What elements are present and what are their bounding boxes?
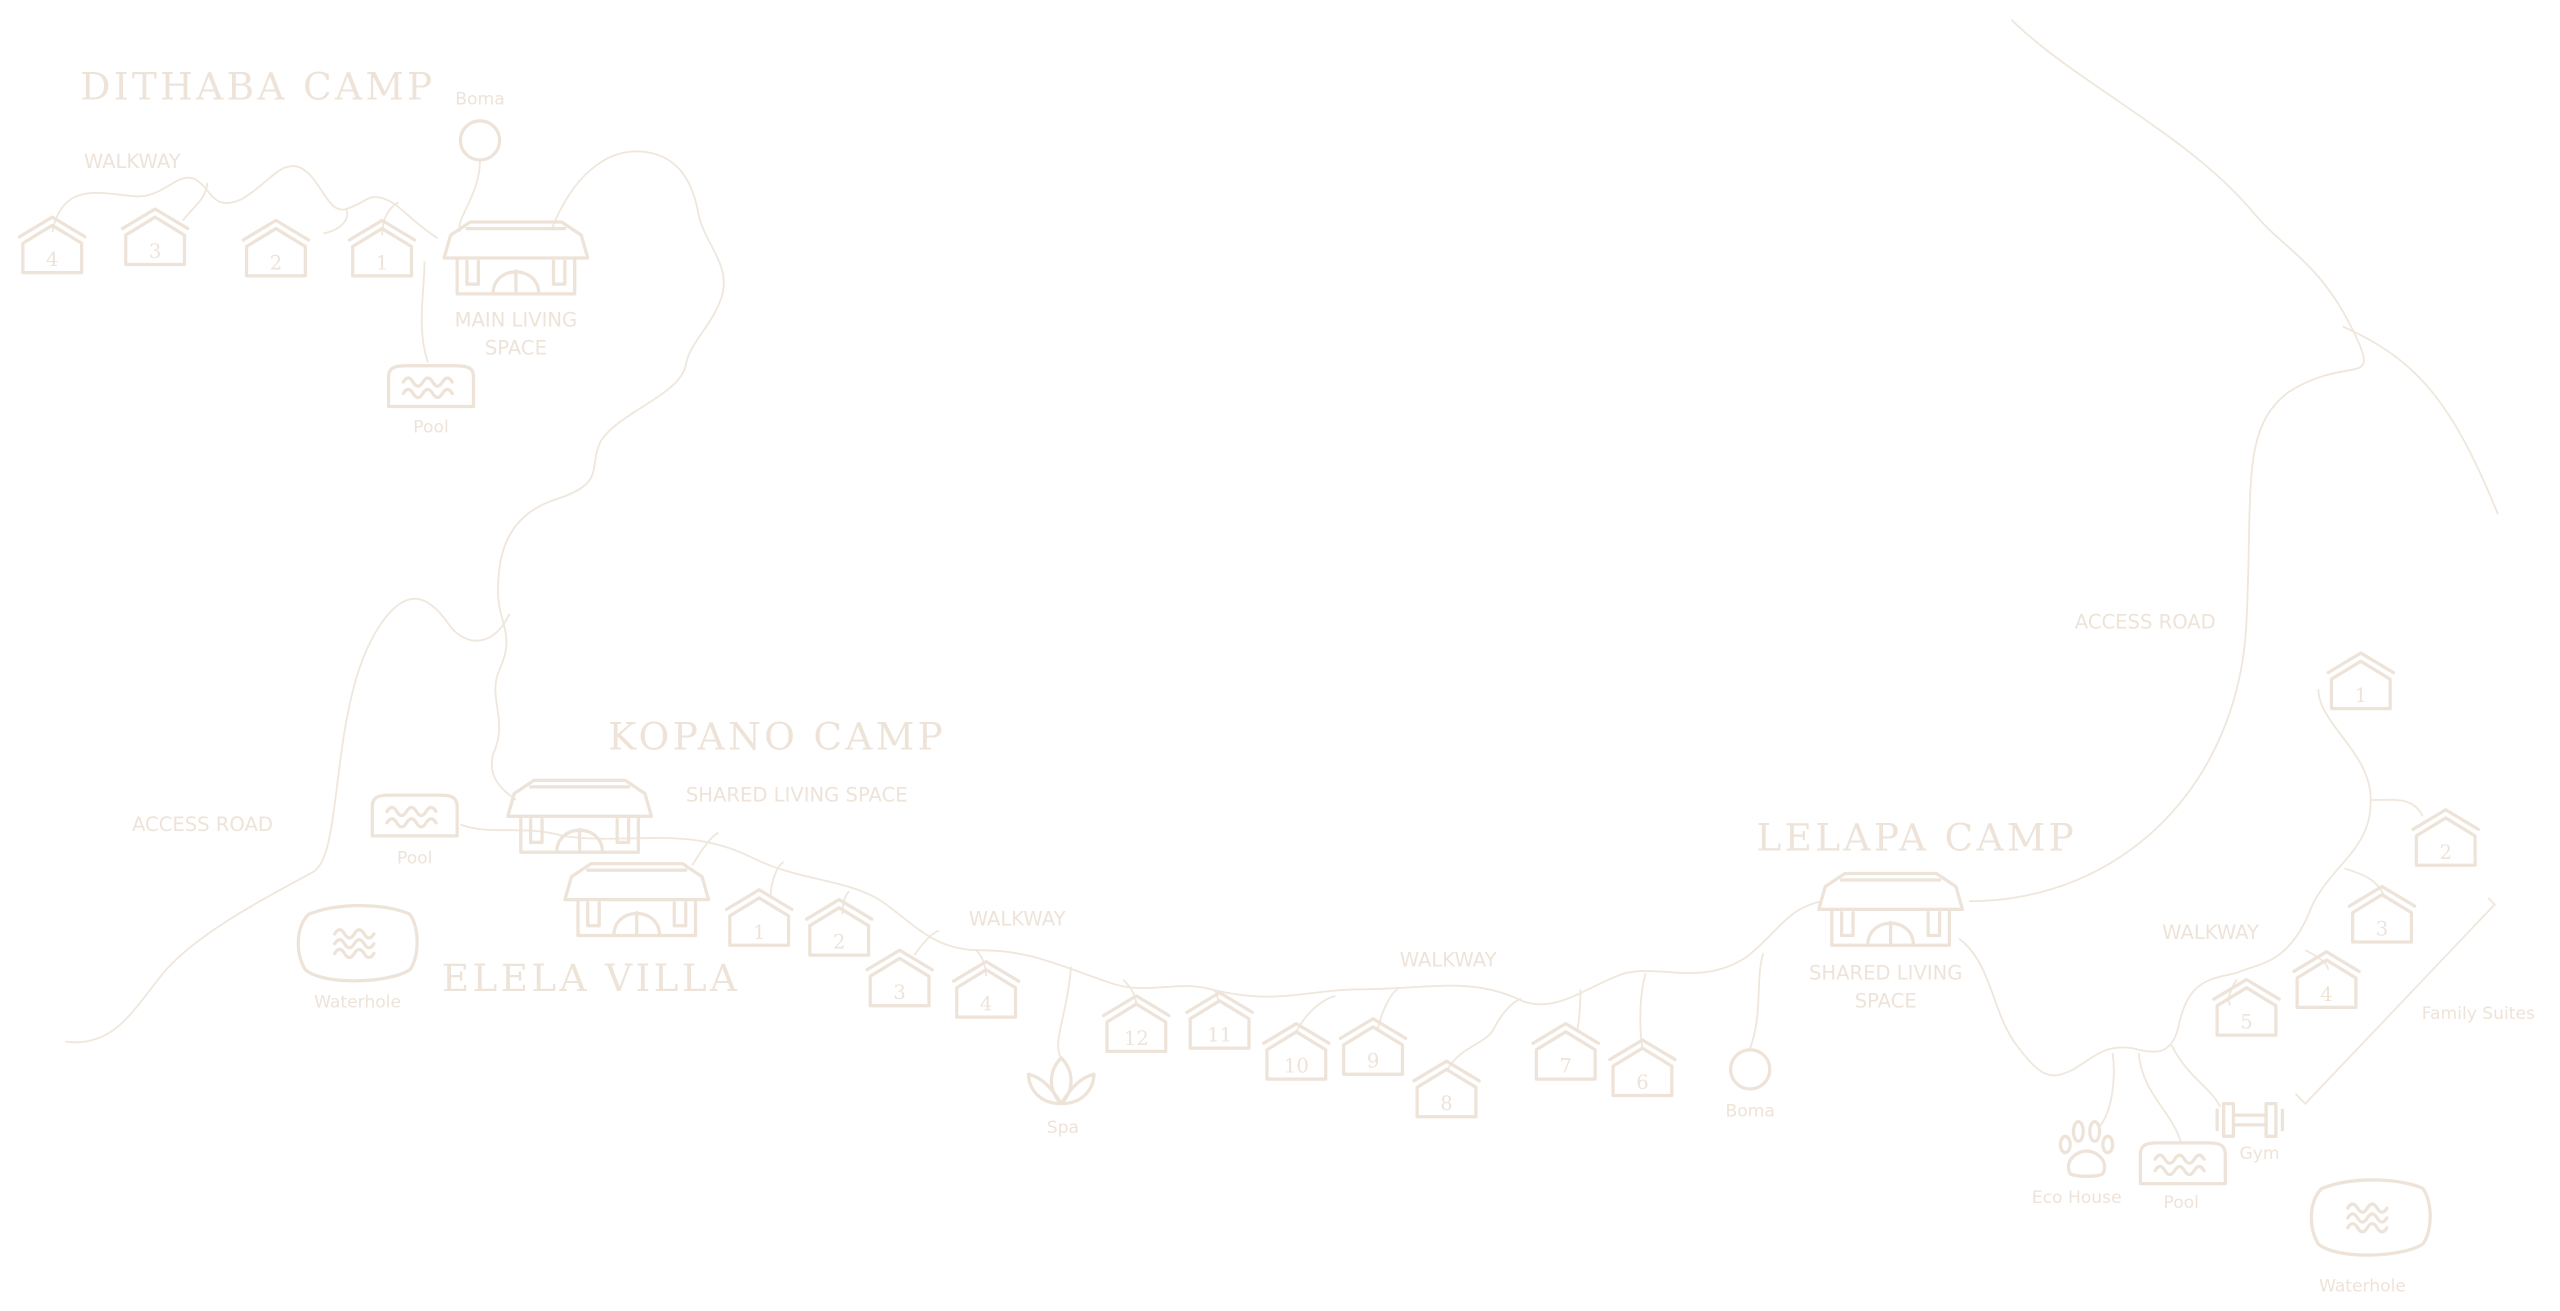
eco-house-label: Eco House: [2032, 1188, 2122, 1208]
boma-icon[interactable]: [458, 119, 502, 162]
kopano-room-house[interactable]: 6: [1608, 1038, 1677, 1098]
room-number: 2: [833, 931, 845, 954]
pool-icon[interactable]: [386, 364, 476, 409]
kopano-room-house[interactable]: 7: [1531, 1022, 1600, 1081]
gym-label: Gym: [2240, 1144, 2280, 1164]
pool-label: Pool: [413, 418, 448, 438]
elela-villa-icon[interactable]: [563, 862, 711, 938]
room-number: 3: [2376, 917, 2388, 940]
access-road-label: ACCESS ROAD: [132, 813, 273, 836]
dithaba-room-house[interactable]: 4: [17, 215, 87, 275]
access-road-east: [1968, 18, 2365, 903]
kopano-camp-title: KOPANO CAMP: [608, 714, 946, 758]
access-road-west: [65, 597, 511, 1044]
boma-label: Boma: [455, 89, 504, 109]
main-living-label-2: SPACE: [485, 336, 547, 359]
room-number: 2: [2439, 841, 2451, 864]
boma-label: Boma: [1725, 1102, 1774, 1122]
lelapa-room-house[interactable]: 1: [2326, 651, 2396, 711]
kopano-room-house[interactable]: 10: [1262, 1022, 1331, 1081]
kopano-boma-icon[interactable]: [1728, 1048, 1772, 1091]
room-number: 5: [2240, 1011, 2252, 1034]
kopano-waterhole-icon[interactable]: [296, 904, 419, 983]
kopano-room-house[interactable]: 3: [865, 948, 934, 1008]
pool-label: Pool: [2163, 1193, 2198, 1213]
room-number: 12: [1124, 1027, 1149, 1050]
shared-living-label: SHARED LIVING SPACE: [686, 784, 908, 807]
lelapa-shared-living-icon[interactable]: [1817, 871, 1965, 947]
lelapa-room-house[interactable]: 3: [2347, 884, 2417, 944]
paths: [51, 18, 2499, 1144]
walkway-label: WALKWAY: [2162, 921, 2259, 944]
room-number: 1: [753, 921, 765, 944]
dithaba-walkway-path: [51, 165, 439, 240]
kopano-room-house[interactable]: 9: [1338, 1017, 1408, 1076]
dithaba-room-house[interactable]: 3: [120, 207, 190, 267]
kopano-pool-icon[interactable]: [370, 793, 459, 838]
pool-connector: [420, 261, 429, 363]
shared-living-label: SHARED LIVING: [1809, 962, 1962, 985]
kopano-room-house[interactable]: 4: [951, 959, 1021, 1019]
dithaba-camp-title: DITHABA CAMP: [80, 65, 435, 109]
room-number: 7: [1559, 1055, 1571, 1078]
waterhole-label: Waterhole: [2319, 1276, 2406, 1296]
kopano-waterhole-label: Waterhole: [314, 992, 401, 1012]
dithaba-room-house[interactable]: 2: [241, 218, 311, 278]
dithaba-room-house[interactable]: 1: [347, 218, 417, 278]
lelapa-waterhole-icon[interactable]: [2309, 1178, 2432, 1257]
kopano-pool-label: Pool: [397, 849, 432, 869]
labels: DITHABA CAMP WALKWAY Boma MAIN LIVING SP…: [80, 65, 2535, 1297]
room-number: 6: [1636, 1071, 1648, 1094]
lelapa-pool-icon[interactable]: [2138, 1141, 2227, 1186]
room-number: 4: [46, 248, 58, 271]
kopano-walkway-path: [460, 823, 1823, 1006]
gym-dumbbell-icon[interactable]: [2215, 1102, 2285, 1138]
walkway-label: WALKWAY: [84, 150, 181, 173]
kopano-room-house[interactable]: 2: [804, 897, 874, 957]
elela-villa-title: ELELA VILLA: [442, 956, 741, 1000]
room-number: 1: [376, 251, 388, 274]
kopano-shared-living-icon[interactable]: [506, 778, 654, 854]
family-suites-bracket: [2294, 897, 2496, 1105]
room-number: 9: [1367, 1050, 1379, 1073]
room-number: 4: [2320, 983, 2332, 1006]
kopano-room-house[interactable]: 11: [1185, 991, 1254, 1050]
room-number: 10: [1284, 1055, 1309, 1078]
spa-icon[interactable]: [1026, 1056, 1096, 1106]
kopano-room-house[interactable]: 1: [724, 888, 794, 947]
lelapa-camp-title: LELAPA CAMP: [1756, 816, 2077, 860]
family-suites-label: Family Suites: [2422, 1004, 2535, 1024]
access-road-label: ACCESS ROAD: [2075, 611, 2216, 634]
eco-house-paw-icon[interactable]: [2058, 1119, 2115, 1178]
spa-label: Spa: [1047, 1118, 1079, 1138]
walkway-label: WALKWAY: [1400, 949, 1497, 972]
kopano-room-house[interactable]: 12: [1102, 994, 1171, 1054]
lelapa-room-house[interactable]: 4: [2292, 950, 2361, 1009]
room-number: 2: [270, 251, 282, 274]
shared-living-label-2: SPACE: [1855, 989, 1917, 1012]
lelapa-room-house[interactable]: 5: [2212, 977, 2281, 1037]
room-number: 3: [149, 240, 161, 263]
dithaba-kopano-path: [490, 150, 725, 801]
room-number: 3: [893, 981, 905, 1004]
walkway-label: WALKWAY: [969, 908, 1066, 931]
main-living-space-icon[interactable]: [442, 220, 590, 296]
room-number: 8: [1440, 1092, 1452, 1115]
room-number: 4: [980, 993, 992, 1016]
room-number: 1: [2355, 684, 2367, 707]
kopano-room-house[interactable]: 8: [1412, 1059, 1481, 1119]
lelapa-room-house[interactable]: 2: [2411, 808, 2480, 867]
main-living-label: MAIN LIVING: [455, 309, 578, 332]
lelapa-walkway-path: [1958, 688, 2372, 1077]
room-number: 11: [1207, 1024, 1232, 1047]
